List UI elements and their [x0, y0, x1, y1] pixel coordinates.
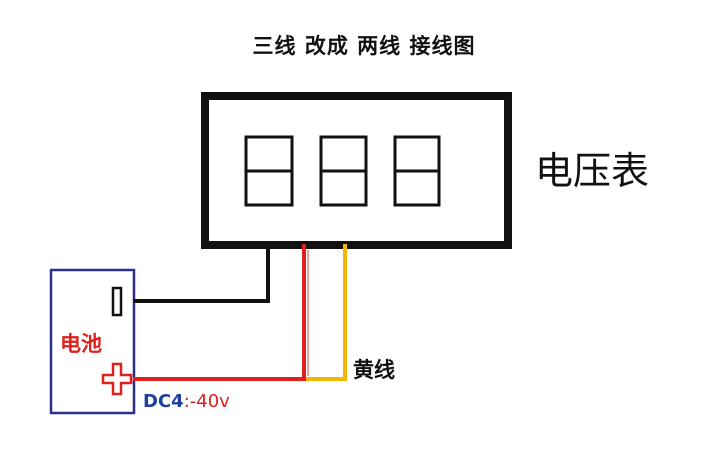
digit-2	[319, 135, 368, 207]
dc-voltage-prefix: DC4	[143, 391, 184, 412]
dc-voltage-range: DC4:-40v	[143, 391, 230, 412]
positive-terminal-icon	[101, 362, 133, 396]
digit-1	[244, 135, 294, 207]
black-wire	[133, 244, 270, 303]
red-wire	[133, 244, 306, 381]
yellow-wire	[306, 244, 347, 381]
digit-3	[393, 135, 441, 207]
yellow-wire-label: 黄线	[353, 358, 395, 382]
negative-terminal-icon	[111, 286, 123, 317]
battery-box	[49, 268, 136, 415]
diagram-title: 三线 改成 两线 接线图	[252, 34, 476, 58]
voltmeter-frame	[201, 92, 512, 249]
dc-voltage-suffix: :-40v	[183, 391, 230, 412]
voltmeter-label: 电压表	[535, 149, 650, 193]
battery-label: 电池	[60, 332, 102, 356]
